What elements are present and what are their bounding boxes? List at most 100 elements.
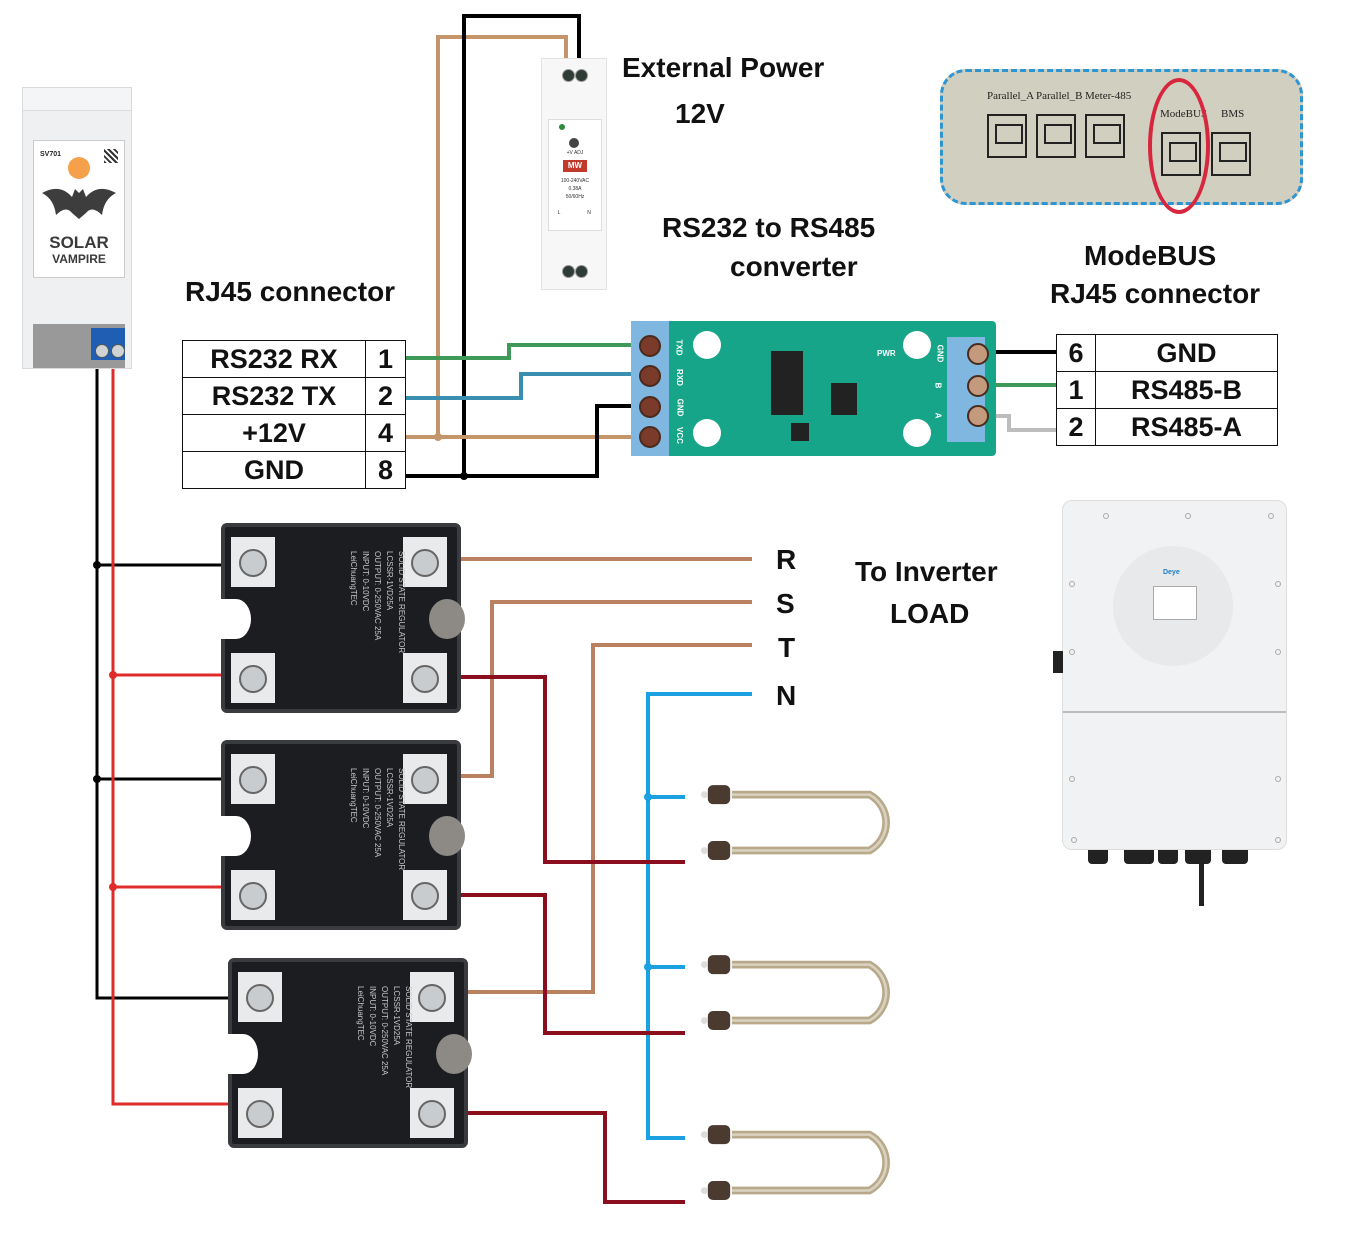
pin-cell: 4 (365, 414, 406, 452)
terminal-screw (411, 882, 439, 910)
terminal-screw (246, 984, 274, 1012)
psu-12v-wire (436, 35, 568, 437)
panel-seam (1063, 711, 1286, 713)
mount-notch (221, 599, 251, 639)
mount-notch (228, 1034, 258, 1074)
signal-cell: GND (1095, 334, 1278, 372)
ssr-text: SOLID STATE REGULATOR (397, 551, 406, 654)
terminal-screw (639, 365, 661, 387)
rj45-left-title: RJ45 connector (185, 276, 396, 307)
port-label: BMS (1221, 108, 1245, 120)
terminal-screw (411, 665, 439, 693)
sun-icon (68, 157, 90, 179)
ssr-text: SOLID STATE REGULATOR (397, 768, 406, 871)
terminal-screw (639, 335, 661, 357)
ctrl-gnd-bus (95, 365, 230, 1000)
pin-cell: 1 (1056, 371, 1096, 409)
rs485-a-wire (996, 414, 1058, 432)
ssr-text: INPUT: 0-10VDC (361, 551, 370, 612)
inverter: Deye (1053, 500, 1287, 850)
signal-cell: RS232 TX (182, 377, 366, 415)
ssr-text: LeiChuangTEC (349, 768, 358, 823)
terminal-screw (418, 984, 446, 1012)
psu-terminal (562, 69, 575, 82)
psu-terminal (575, 265, 588, 278)
signal-cell: RS232 RX (182, 340, 366, 378)
controller-label-face: SV701 SOLAR VAMPIRE (33, 140, 125, 278)
phase-t-wire (462, 643, 752, 994)
pin-label-b: B (933, 382, 943, 389)
terminal-screw (239, 549, 267, 577)
heater-element-1 (700, 785, 890, 860)
junction-dot (644, 963, 652, 971)
terminal-screw (967, 405, 989, 427)
din-rail-cap (23, 88, 131, 111)
psu-terminal-label: L (557, 210, 561, 216)
screw-dot (1069, 776, 1075, 782)
terminal-screw (639, 396, 661, 418)
signal-cell: RS485-B (1095, 371, 1278, 409)
psu-terminal (575, 69, 588, 82)
mount-notch (221, 816, 251, 856)
terminal-screw (246, 1100, 274, 1128)
cable-gland (1088, 850, 1108, 864)
port-label: Parallel_B (1036, 90, 1083, 102)
ctrl-sig-bus (111, 365, 232, 1106)
mount-tab (429, 599, 465, 639)
qr-code-icon (104, 149, 118, 163)
screw-dot (1103, 513, 1109, 519)
voltage-adjust-knob (569, 138, 579, 148)
gnd-wire (405, 404, 640, 478)
junction-dot (93, 775, 101, 783)
power-led-icon (559, 124, 565, 130)
rj45-port-parallel-b (1036, 114, 1076, 158)
phase-label-t: T (778, 632, 796, 663)
dc-switch (1053, 651, 1063, 673)
psu-gnd-wire (462, 14, 581, 476)
rj45-port-parallel-a (987, 114, 1027, 158)
terminal-screw (411, 549, 439, 577)
terminal-screw (239, 665, 267, 693)
pin-label-rxd: RXD (674, 369, 684, 386)
ssr-text: LCSSR-1VD25A (385, 551, 394, 611)
psu-spec: 100-240VAC (560, 178, 590, 184)
brand-line2: VAMPIRE (52, 252, 106, 266)
signal-cell: GND (182, 451, 366, 489)
rj45-right-title: ModeBUS (1084, 240, 1217, 271)
screw-dot (1071, 837, 1077, 843)
ssr-text: OUTPUT: 0-250VAC 25A (373, 551, 382, 641)
psu-spec: 50/60Hz (565, 194, 585, 200)
psu-panel: +V ADJ MW 100-240VAC 0.38A 50/60Hz L N (548, 119, 602, 231)
screw-dot (1185, 513, 1191, 519)
psu-terminal-label: N (587, 210, 591, 216)
screw-dot (1275, 649, 1281, 655)
modbus-highlight-ring (1148, 78, 1210, 214)
terminal-screw (239, 882, 267, 910)
phase-label-s: S (776, 588, 795, 619)
cable-gland (1222, 850, 1248, 864)
terminal-screw (639, 426, 661, 448)
ssr-text: INPUT: 0-10VDC (361, 768, 370, 829)
inverter-screen (1153, 586, 1197, 620)
load3-wire (462, 1111, 685, 1204)
junction-dot (109, 883, 117, 891)
heater-element-2 (700, 955, 890, 1030)
terminal-screw (95, 344, 109, 358)
junction-dot (93, 561, 101, 569)
phase-label-r: R (776, 544, 797, 575)
load1-wire (455, 675, 685, 864)
ssr-text: LCSSR-1VD25A (385, 768, 394, 828)
terminal-screw (967, 375, 989, 397)
controller-model: SV701 (40, 151, 62, 158)
destination-label-load: LOAD (890, 598, 970, 629)
pin-cell: 8 (365, 451, 406, 489)
